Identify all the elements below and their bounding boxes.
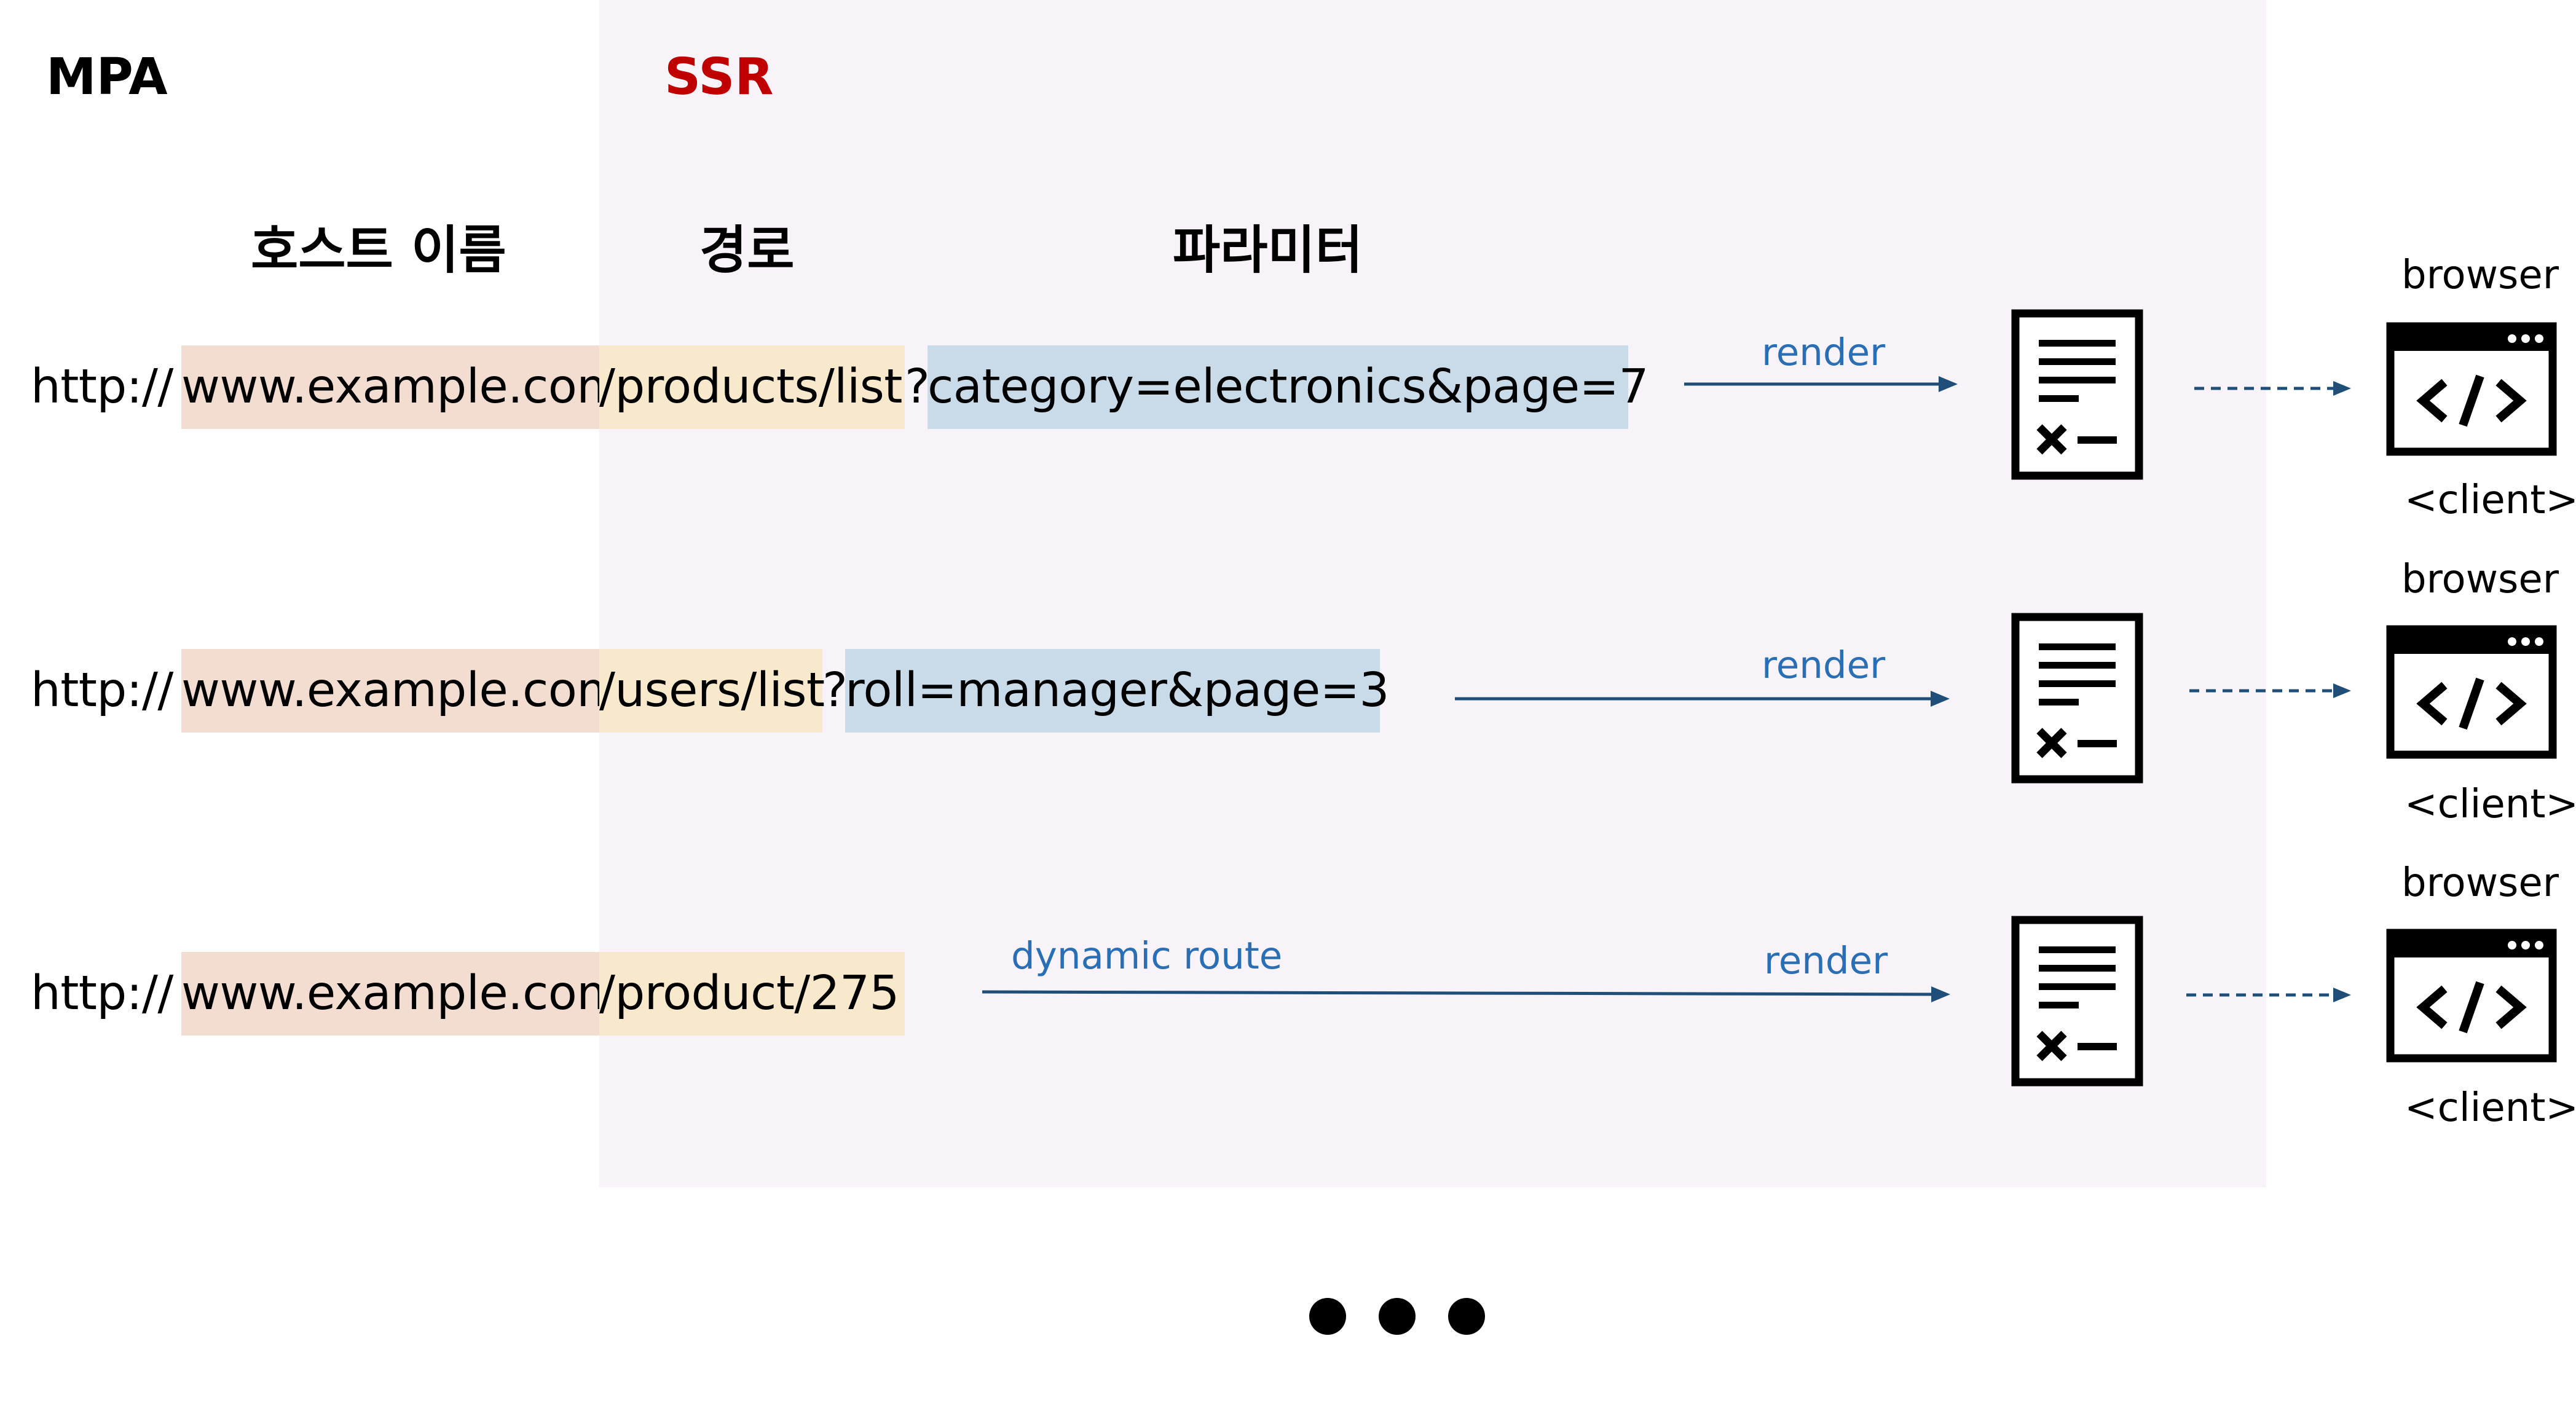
url-scheme: http:// (31, 663, 173, 718)
server-document-icon (2011, 309, 2143, 480)
delivery-arrow (2194, 381, 2351, 396)
url-host: www.example.com (181, 952, 623, 1036)
url-params: category=electronics&page=7 (928, 345, 1648, 429)
url-host: www.example.com (181, 649, 623, 733)
ellipsis-dots-icon (1309, 1298, 1485, 1337)
url-params: roll=manager&page=3 (845, 649, 1390, 733)
dynamic-route-arrow (982, 986, 1950, 1002)
url-separator: ? (905, 360, 930, 414)
column-header-path: 경로 (699, 220, 795, 280)
delivery-arrow (2186, 988, 2351, 1002)
url-host: www.example.com (181, 345, 623, 429)
render-arrow (1455, 691, 1950, 707)
code-window-icon (2386, 625, 2557, 759)
client-label: <client> (2405, 782, 2576, 827)
dot (1379, 1298, 1416, 1335)
server-document-icon (2011, 613, 2143, 784)
dot (1309, 1298, 1346, 1335)
code-window-icon (2386, 929, 2557, 1063)
render-arrow (1684, 376, 1958, 392)
url-separator: ? (822, 663, 848, 718)
server-document-icon (2011, 916, 2143, 1087)
render-label: render (1762, 643, 1886, 687)
render-label: render (1762, 331, 1886, 374)
ssr-label: SSR (664, 48, 774, 106)
browser-label: browser (2401, 860, 2559, 906)
code-window-icon (2386, 322, 2557, 456)
url-row: http://www.example.com/product/275 (31, 952, 905, 1036)
mpa-label: MPA (46, 48, 168, 106)
url-path: /products/list (599, 345, 905, 429)
delivery-arrow (2189, 683, 2351, 698)
column-header-params: 파라미터 (1173, 220, 1363, 280)
dynamic-route-label: dynamic route (1011, 934, 1283, 978)
url-path: /product/275 (599, 952, 905, 1036)
client-label: <client> (2405, 1085, 2576, 1131)
column-header-host: 호스트 이름 (251, 220, 506, 280)
url-path: /users/list (599, 649, 825, 733)
url-row: http://www.example.com/users/list?roll=m… (31, 649, 1390, 733)
url-row: http://www.example.com/products/list?cat… (31, 345, 1648, 429)
client-label: <client> (2405, 478, 2576, 523)
url-scheme: http:// (31, 360, 173, 414)
browser-label: browser (2401, 253, 2559, 298)
url-scheme: http:// (31, 966, 173, 1021)
dot (1448, 1298, 1485, 1335)
render-label: render (1764, 939, 1888, 983)
browser-label: browser (2401, 557, 2559, 602)
